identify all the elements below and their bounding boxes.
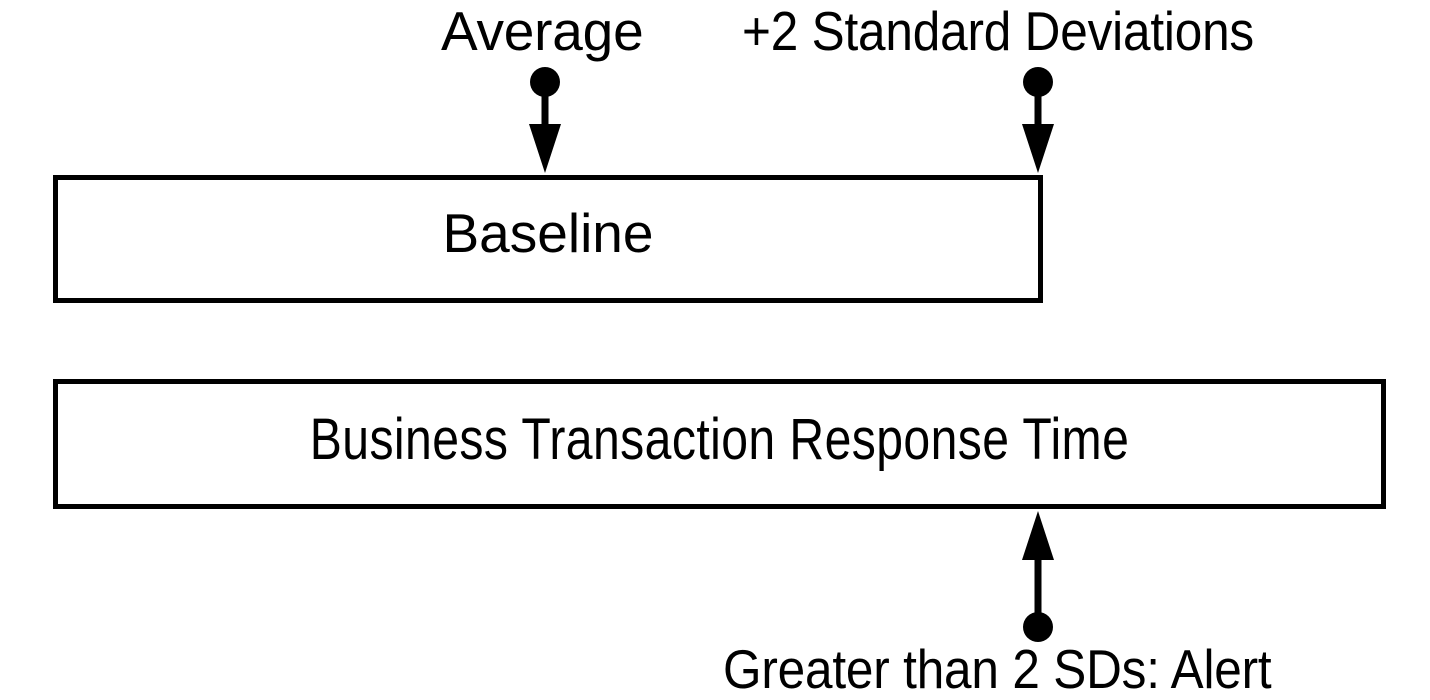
alert-connector-ball-icon <box>1023 612 1053 642</box>
standard-deviations-connector-arrowhead-icon <box>1022 124 1054 173</box>
baseline-box[interactable] <box>53 175 1043 303</box>
baseline-box-label: Baseline <box>442 202 654 264</box>
average-label: Average <box>441 0 644 62</box>
alert-connector <box>1022 511 1054 642</box>
standard-deviations-label: +2 Standard Deviations <box>742 0 1255 62</box>
standard-deviations-connector-ball-icon <box>1023 67 1053 97</box>
average-connector-ball-icon <box>530 67 560 97</box>
average-connector <box>529 67 561 173</box>
business-transaction-response-time-box-label: Business Transaction Response Time <box>309 407 1130 472</box>
alert-connector-arrowhead-icon <box>1022 511 1054 560</box>
average-connector-arrowhead-icon <box>529 124 561 173</box>
standard-deviations-connector <box>1022 67 1054 173</box>
alert-label: Greater than 2 SDs: Alert <box>723 638 1272 700</box>
business-transaction-response-time-box[interactable] <box>53 379 1386 509</box>
